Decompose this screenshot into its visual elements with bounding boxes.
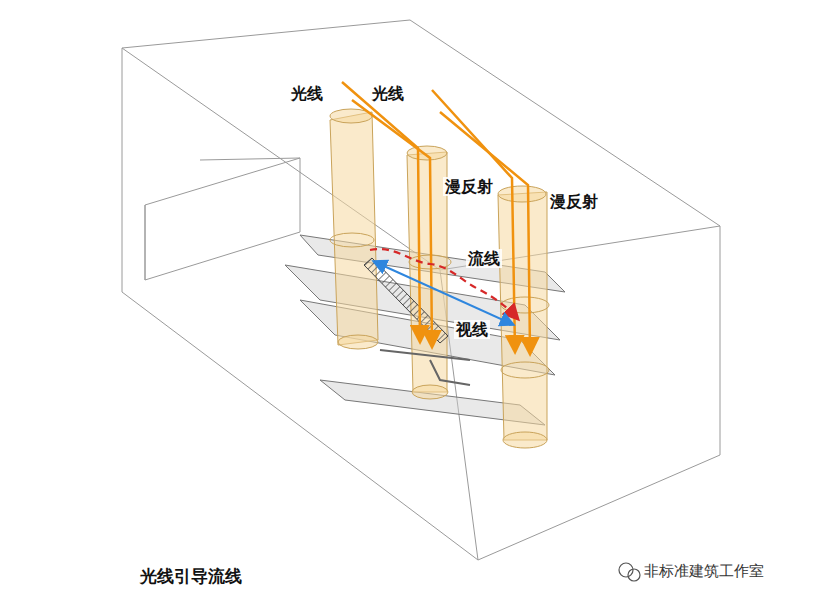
light-label: 光线: [370, 84, 406, 103]
flow-label: 流线: [466, 249, 502, 268]
light-label: 光线: [289, 84, 325, 103]
sight-label: 视线: [454, 320, 490, 339]
diagram-title: 光线引导流线: [138, 566, 244, 586]
diffuse-label: 漫反射: [548, 192, 600, 211]
diffuse-label: 漫反射: [443, 177, 495, 196]
watermark: 非标准建筑工作室: [642, 562, 766, 580]
